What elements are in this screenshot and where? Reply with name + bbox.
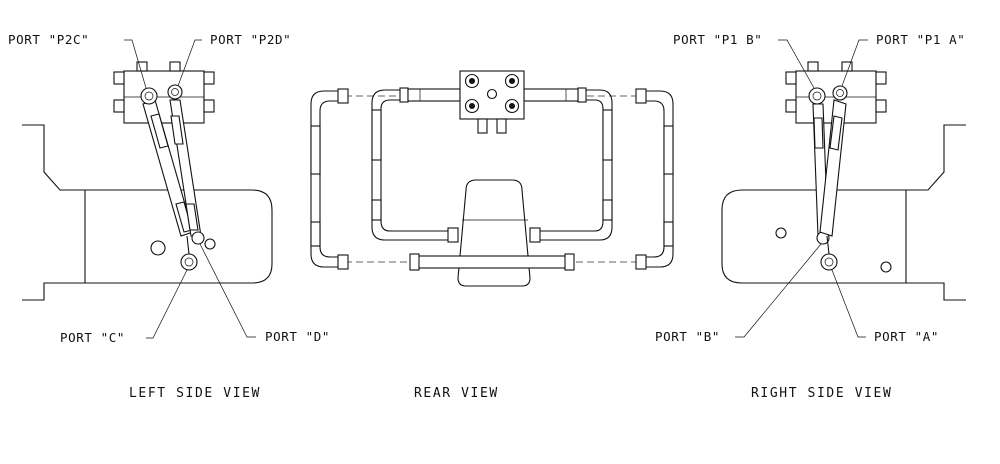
rear-hose-outer-left xyxy=(310,90,338,268)
label-port-p1a: PORT "P1 A" xyxy=(876,32,965,47)
label-port-p2c: PORT "P2C" xyxy=(8,32,89,47)
label-port-a: PORT "A" xyxy=(874,329,939,344)
title-right-side-view: RIGHT SIDE VIEW xyxy=(751,386,892,401)
leader-b xyxy=(735,243,822,338)
label-port-p2d: PORT "P2D" xyxy=(210,32,291,47)
left-plate-hole-large xyxy=(150,240,166,256)
right-frame-outline xyxy=(905,124,966,301)
left-frame-outline xyxy=(22,124,86,301)
left-hose-c xyxy=(140,87,198,271)
label-port-b: PORT "B" xyxy=(655,329,720,344)
left-mount-plate xyxy=(85,189,273,284)
left-plate-hole-small xyxy=(204,238,216,250)
rear-hose-outer-right xyxy=(646,90,674,268)
rear-hose-inner-right xyxy=(538,89,613,241)
leader-p1b xyxy=(778,39,815,89)
label-port-c: PORT "C" xyxy=(60,330,125,345)
right-plate-hole-left xyxy=(775,227,787,239)
left-side-view: PORT "P2C" PORT "P2D" PORT "C" PORT "D" … xyxy=(8,32,330,401)
leader-c xyxy=(146,269,188,339)
rear-center-body xyxy=(447,179,541,287)
title-rear-view: REAR VIEW xyxy=(414,386,499,401)
label-port-p1b: PORT "P1 B" xyxy=(673,32,762,47)
leader-p2d xyxy=(177,39,202,87)
leader-a xyxy=(831,269,866,338)
leader-d xyxy=(199,243,256,338)
right-plate-hole-right xyxy=(880,261,892,273)
rear-hose-inner-left xyxy=(371,89,448,241)
rear-valve-block xyxy=(459,70,525,134)
right-side-view: PORT "P1 B" PORT "P1 A" PORT "B" PORT "A… xyxy=(655,32,966,401)
right-hose-a xyxy=(819,85,848,271)
left-valve-block xyxy=(113,61,215,124)
rear-view: REAR VIEW xyxy=(310,70,674,401)
rear-bottom-cylinder xyxy=(417,255,567,269)
leader-p1a xyxy=(841,39,868,87)
label-port-d: PORT "D" xyxy=(265,329,330,344)
right-mount-plate xyxy=(721,189,906,284)
left-hose-d xyxy=(167,84,205,245)
title-left-side-view: LEFT SIDE VIEW xyxy=(129,386,261,401)
leader-p2c xyxy=(124,39,147,89)
